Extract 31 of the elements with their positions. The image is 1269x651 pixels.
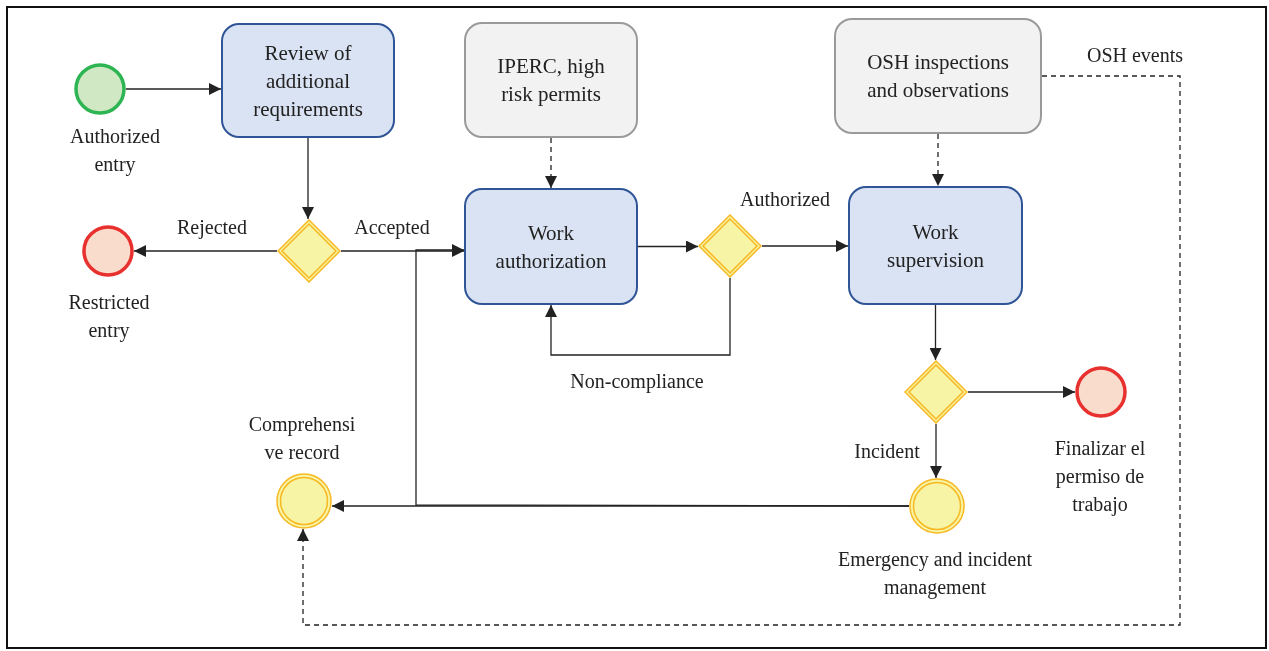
event-caption: Finalizar el permiso de trabajo — [1053, 436, 1147, 518]
gateway-diamond — [698, 214, 762, 278]
gateway-diamond — [277, 219, 341, 283]
task-box: Work authorization — [464, 188, 638, 305]
input-box: OSH inspections and observations — [834, 18, 1042, 134]
event-caption: Restricted entry — [67, 290, 151, 344]
event-caption: Authorized entry — [69, 124, 161, 178]
arrow — [545, 277, 731, 356]
dashed-arrow — [932, 133, 944, 187]
start-event-circle — [74, 63, 126, 115]
dashed-arrow — [297, 75, 1181, 626]
task-box: Review of additional requirements — [221, 23, 395, 138]
intermediate-event-circle — [276, 473, 332, 529]
gateway-diamond — [904, 360, 968, 424]
input-box: IPERC, high risk permits — [464, 22, 638, 138]
event-caption: Emergency and incident management — [837, 547, 1033, 601]
task-box: Work supervision — [848, 186, 1023, 305]
arrow — [637, 240, 699, 253]
arrow — [929, 304, 942, 361]
arrow — [125, 83, 222, 95]
end-event-circle — [82, 225, 134, 277]
arrow — [930, 423, 942, 479]
end-event-circle — [1075, 366, 1127, 418]
arrow — [133, 245, 278, 257]
arrow — [415, 244, 910, 507]
intermediate-event-circle — [909, 478, 965, 534]
arrow — [761, 240, 849, 252]
arrow — [302, 137, 314, 220]
arrow — [967, 386, 1076, 398]
dashed-arrow — [545, 137, 557, 189]
event-caption: Comprehensi ve record — [247, 412, 357, 465]
